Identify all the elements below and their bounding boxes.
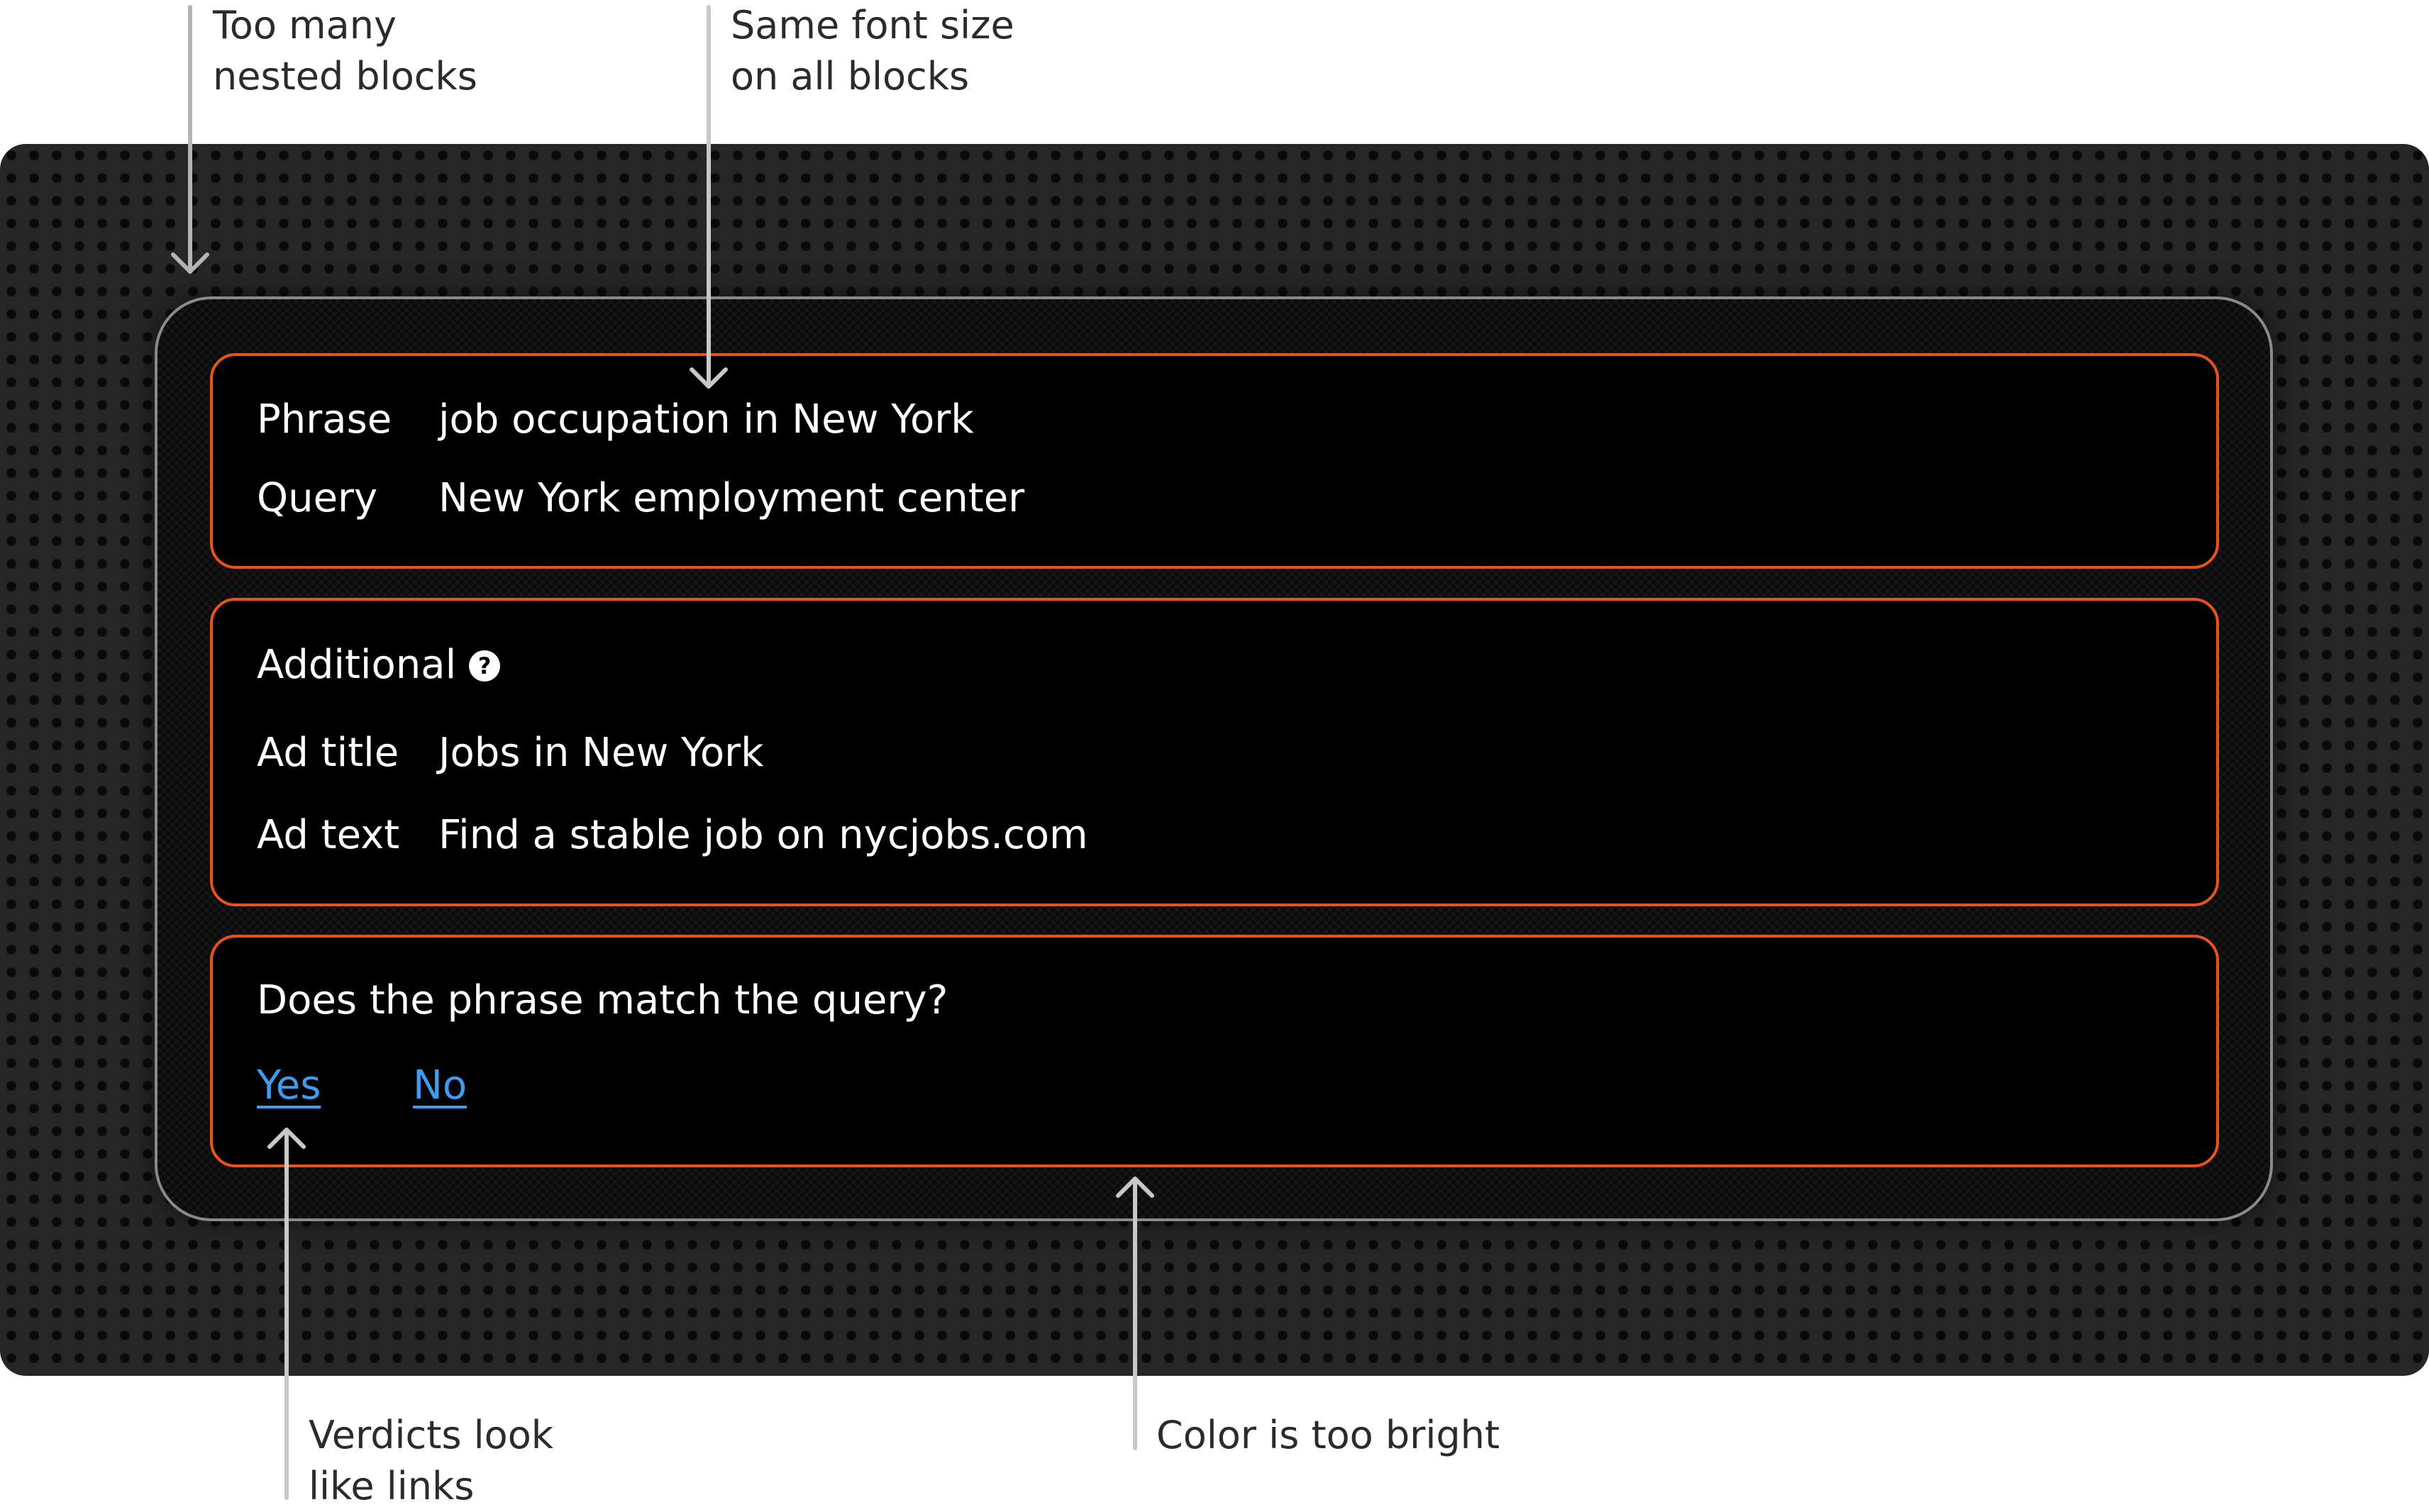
question-block: Does the phrase match the query? Yes No: [210, 935, 2219, 1167]
question-text: Does the phrase match the query?: [257, 977, 948, 1023]
phrase-value: job occupation in New York: [438, 396, 974, 443]
up-arrow-icon: [267, 1128, 306, 1500]
no-verdict-link[interactable]: No: [413, 1062, 467, 1108]
question-circle-icon[interactable]: ?: [469, 650, 501, 682]
down-arrow-icon: [171, 5, 209, 274]
ad-title-label: Ad title: [257, 730, 399, 776]
phrase-query-block: Phrase job occupation in New York Query …: [210, 353, 2219, 569]
ad-text-value: Find a stable job on nycjobs.com: [438, 812, 1088, 858]
phrase-label: Phrase: [257, 396, 392, 443]
up-arrow-icon: [1116, 1177, 1154, 1450]
ad-title-value: Jobs in New York: [438, 730, 764, 776]
annotation-verdicts-links: Verdicts look like links: [309, 1413, 554, 1508]
additional-heading: Additional?: [257, 640, 501, 690]
annotation-same-font-size: Same font size on all blocks: [731, 3, 1014, 99]
down-arrow-icon: [690, 5, 728, 389]
additional-block: Additional? Ad title Jobs in New York Ad…: [210, 598, 2219, 906]
query-label: Query: [257, 475, 378, 521]
annotation-color-bright: Color is too bright: [1156, 1413, 1500, 1457]
ad-text-label: Ad text: [257, 812, 400, 858]
annotation-nested-blocks: Too many nested blocks: [213, 3, 477, 99]
yes-verdict-link[interactable]: Yes: [257, 1062, 321, 1108]
additional-title: Additional: [257, 642, 457, 688]
query-value: New York employment center: [438, 475, 1025, 521]
